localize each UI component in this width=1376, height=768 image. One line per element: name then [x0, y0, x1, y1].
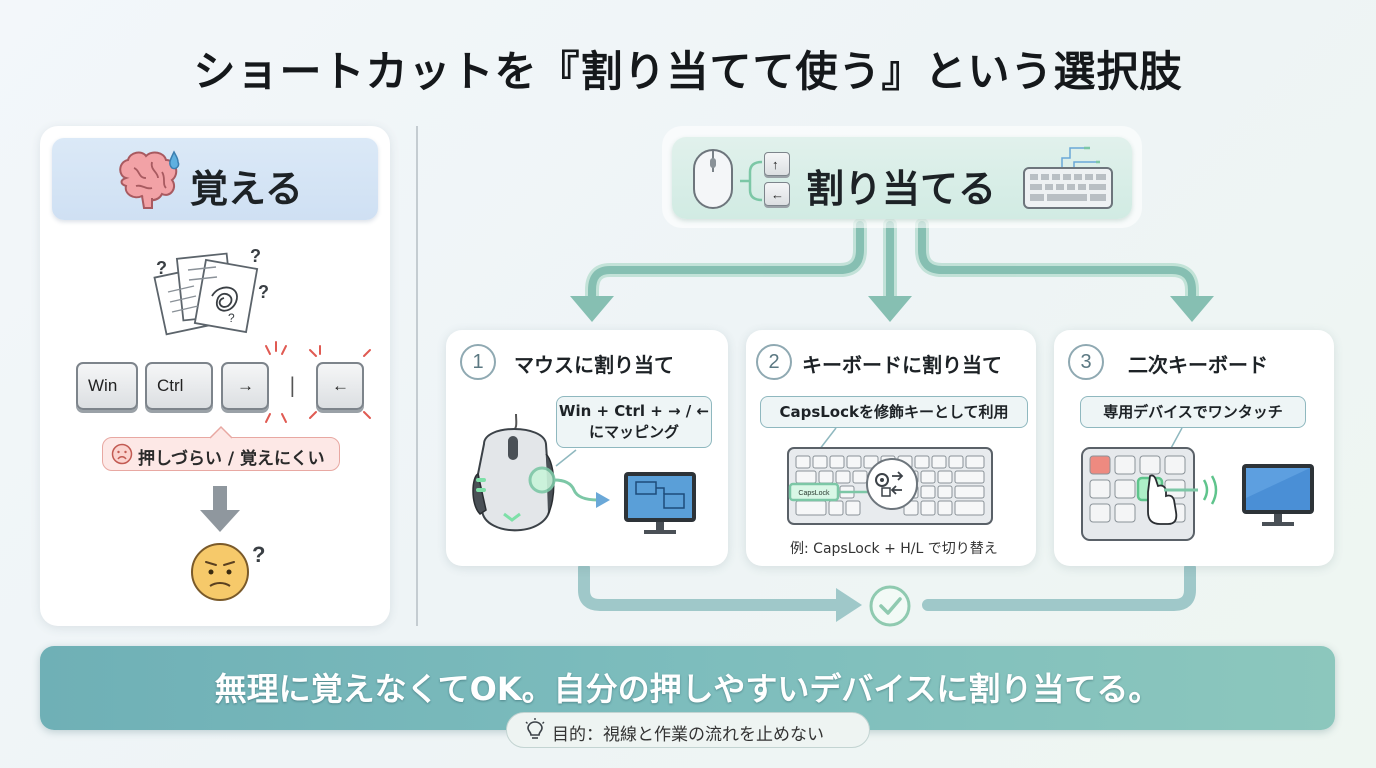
- lightbulb-icon: [525, 718, 545, 739]
- capslock-key-label: CapsLock: [798, 490, 830, 497]
- macropad-icon: [1081, 427, 1314, 541]
- down-arrow-icon: [200, 486, 240, 532]
- card-1-bubble: Win + Ctrl + → / ← にマッピング: [556, 396, 712, 448]
- key-separator: |: [289, 373, 296, 397]
- panel-divider: [416, 126, 418, 626]
- card-2-note: 例: CapsLock + H/L で切り替え: [790, 541, 998, 557]
- gaming-mouse-icon: [472, 413, 696, 534]
- confused-papers-icon: ? ? ? ?: [153, 246, 269, 336]
- key-ctrl: Ctrl: [145, 362, 213, 410]
- svg-text:?: ?: [250, 246, 261, 266]
- card-1-bubble-line1: Win + Ctrl + → / ←: [558, 402, 710, 420]
- warning-pointer: [209, 425, 233, 439]
- card-2-title: キーボードに割り当て: [802, 353, 1002, 377]
- summary-text: 無理に覚えなくてOK。自分の押しやすいデバイスに割り当てる。: [214, 670, 1161, 708]
- purpose-text: 目的：視線と作業の流れを止めない: [552, 725, 824, 745]
- mouse-icon: [693, 149, 733, 209]
- svg-text:?: ?: [258, 282, 269, 302]
- card-3-title: 二次キーボード: [1128, 353, 1268, 377]
- brain-icon: [119, 150, 180, 209]
- svg-text:?: ?: [156, 258, 167, 278]
- card-1-number: 1: [460, 344, 496, 380]
- key-up-arrow: ↑: [764, 152, 790, 176]
- check-circle-icon: [869, 585, 911, 627]
- keyboard-icon: [1023, 146, 1113, 209]
- memorize-title: 覚える: [190, 167, 303, 211]
- key-left-arrow-small: ←: [764, 182, 790, 206]
- strain-marks-icon: [265, 341, 371, 423]
- card-3-number: 3: [1068, 344, 1104, 380]
- card-2-number: 2: [756, 344, 792, 380]
- card-3-bubble: 専用デバイスでワンタッチ: [1080, 396, 1306, 428]
- assign-title: 割り当てる: [806, 167, 997, 211]
- purpose-badge: [506, 712, 870, 748]
- key-win: Win: [76, 362, 138, 410]
- svg-text:?: ?: [252, 542, 265, 567]
- frown-face-icon: [111, 443, 133, 465]
- key-right-arrow: →: [221, 362, 269, 410]
- bracket-connector: [740, 160, 763, 202]
- memorize-header: [52, 138, 378, 220]
- card-2-bubble: CapsLockを修飾キーとして利用: [760, 396, 1028, 428]
- keyboard-with-capslock-icon: CapsLock: [787, 427, 993, 525]
- page-title: ショートカットを『割り当てて使う』という選択肢: [193, 47, 1183, 96]
- svg-text:?: ?: [228, 311, 235, 325]
- card-1-title: マウスに割り当て: [514, 353, 674, 377]
- key-left-arrow: ←: [316, 362, 364, 410]
- warning-text: 押しづらい / 覚えにくい: [138, 449, 325, 469]
- warning-badge: [102, 437, 340, 471]
- card-1-bubble-line2: にマッピング: [588, 423, 679, 441]
- worried-face-icon: ?: [191, 542, 265, 601]
